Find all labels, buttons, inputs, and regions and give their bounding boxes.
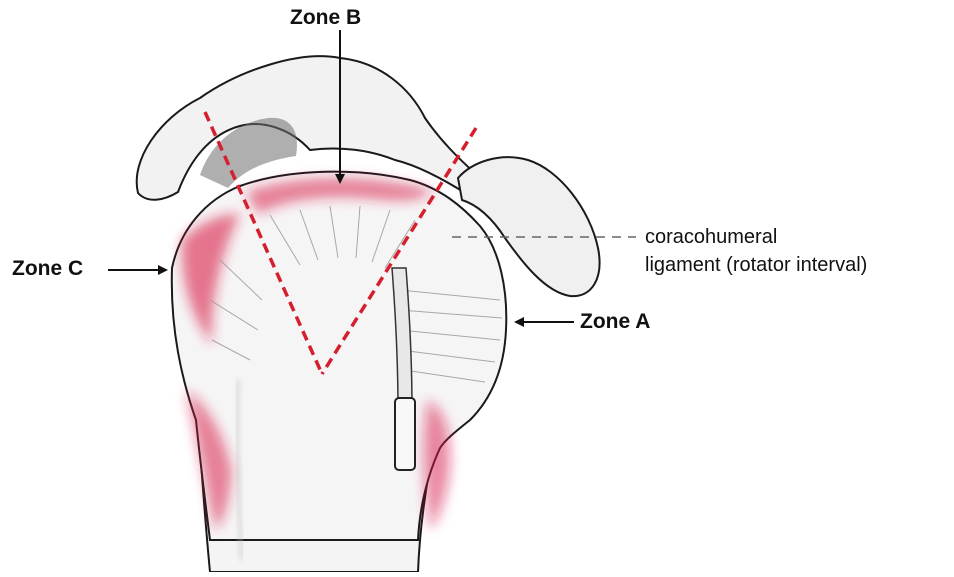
ligament-label-line2: ligament (rotator interval) [645, 252, 867, 278]
zone-c-label: Zone C [12, 257, 83, 281]
biceps-groove [395, 398, 415, 470]
ligament-label-line1: coracohumeral [645, 224, 777, 250]
zone-a-label: Zone A [580, 310, 650, 334]
zone-b-label: Zone B [290, 6, 361, 30]
